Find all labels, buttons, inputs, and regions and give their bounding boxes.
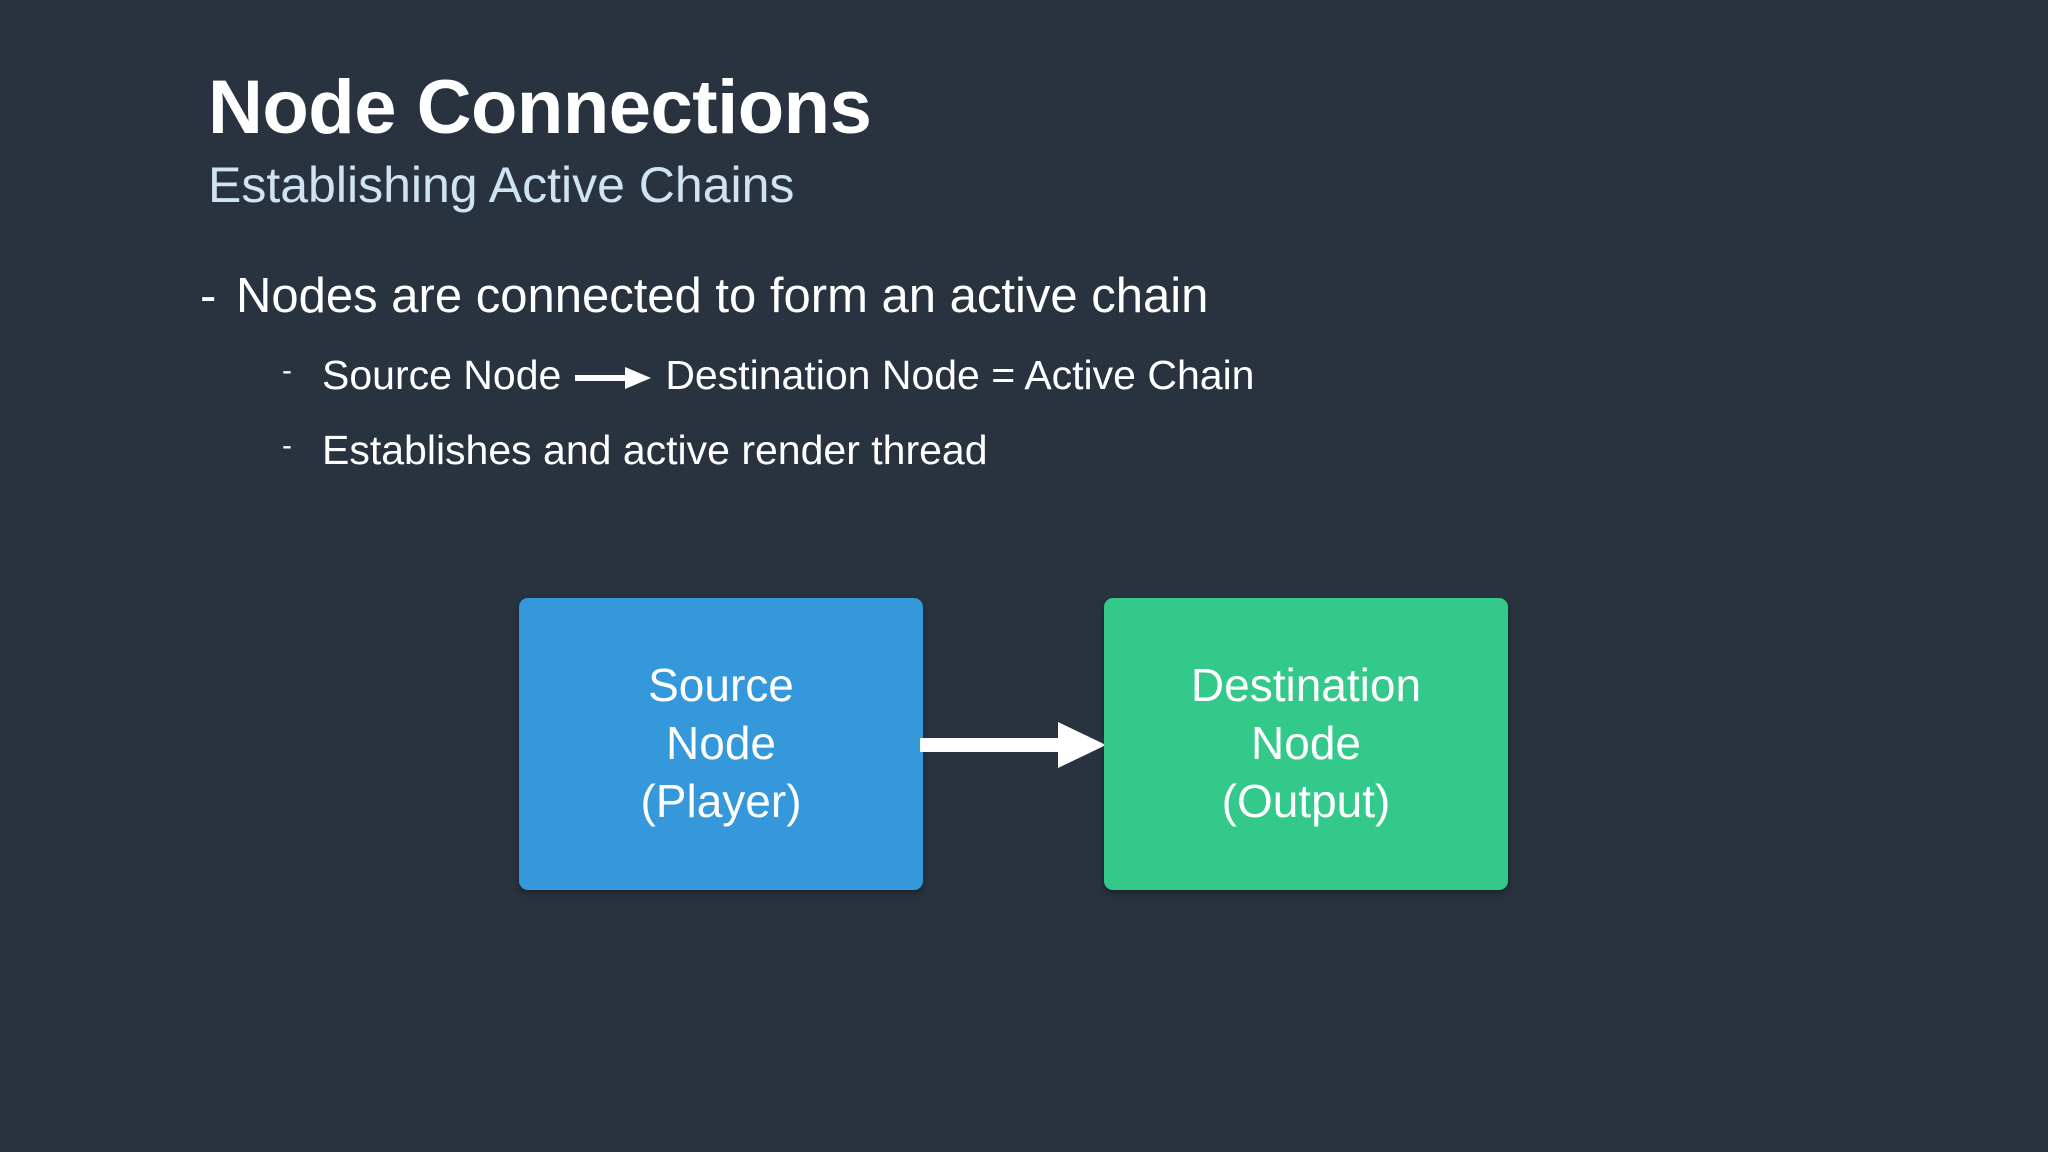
connector-right-arrow-icon <box>920 716 1106 774</box>
sub-bullet-text-render-thread: Establishes and active render thread <box>322 427 988 474</box>
bullet-level1: - Nodes are connected to form an active … <box>200 268 1900 324</box>
source-node-line-3: (Player) <box>640 774 802 827</box>
bullet-level2-chain: - Source Node Destination Node = Active … <box>282 352 1900 399</box>
bullet-list: - Nodes are connected to form an active … <box>200 268 1900 475</box>
destination-node-line-3: (Output) <box>1221 774 1391 827</box>
destination-node-box: Destination Node (Output) <box>1104 598 1508 890</box>
sub-bullet-marker-icon: - <box>282 429 292 463</box>
page-title: Node Connections <box>208 65 872 150</box>
sub-bullet-marker-icon: - <box>282 354 292 388</box>
title-block: Node Connections Establishing Active Cha… <box>208 65 872 216</box>
bullet-level1-text: Nodes are connected to form an active ch… <box>236 269 1209 323</box>
sub-bullet-text-destination: Destination Node = Active Chain <box>665 352 1255 399</box>
source-node-box: Source Node (Player) <box>519 598 923 890</box>
source-node-line-1: Source <box>648 659 794 712</box>
page-subtitle: Establishing Active Chains <box>208 156 795 213</box>
destination-node-line-2: Node <box>1251 717 1361 770</box>
sub-bullet-text-source: Source Node <box>322 352 562 399</box>
bullet-marker-icon: - <box>200 269 217 323</box>
source-node-line-2: Node <box>666 717 776 770</box>
right-arrow-icon <box>561 365 665 391</box>
destination-node-line-1: Destination <box>1190 659 1422 712</box>
bullet-level2-thread: - Establishes and active render thread <box>282 427 1900 474</box>
